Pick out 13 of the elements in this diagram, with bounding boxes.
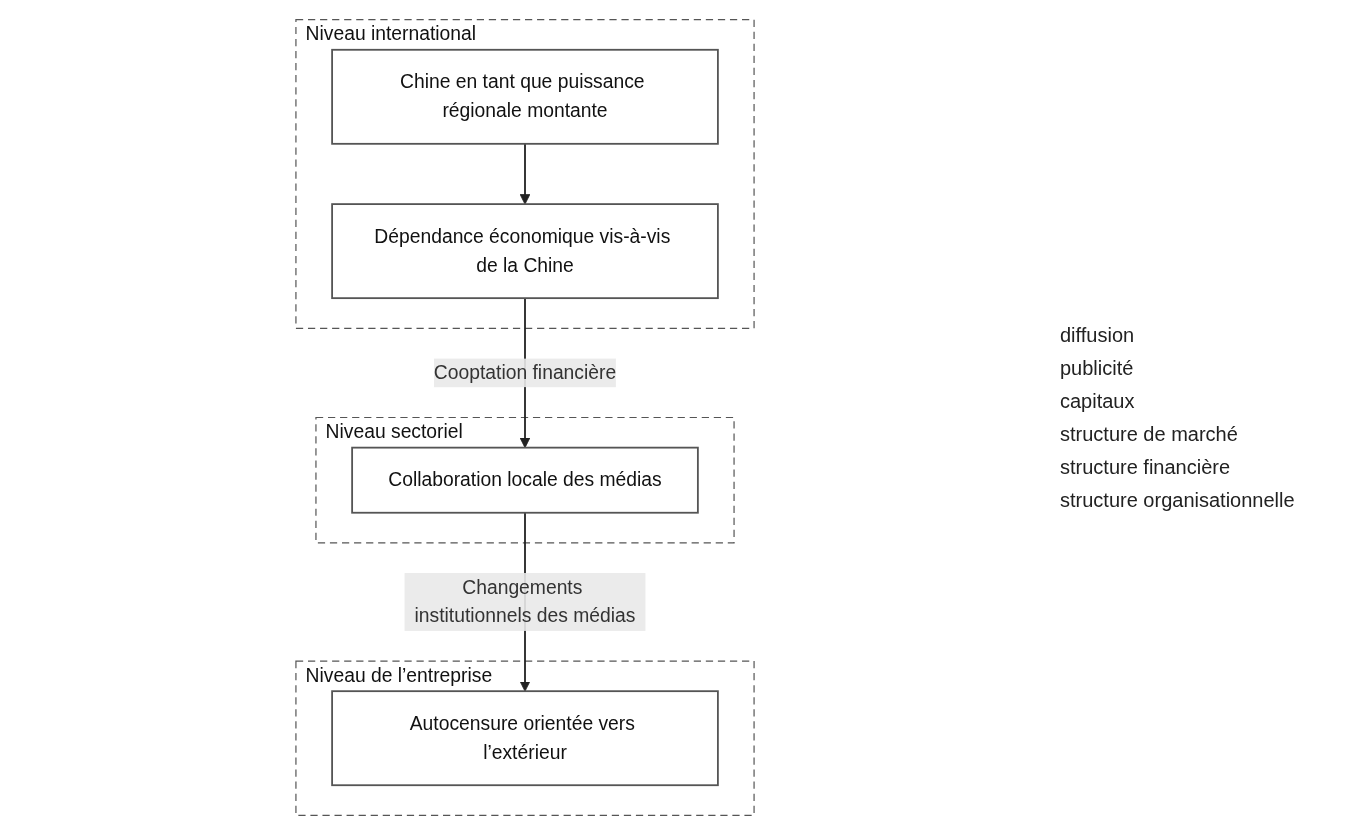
note-text: structure de marché bbox=[1060, 422, 1239, 446]
node-box: Chine en tant que puissance régionale montante bbox=[331, 48, 719, 145]
note-text: publicité bbox=[1060, 356, 1135, 380]
note-text: capitaux bbox=[1060, 389, 1136, 413]
note-text: structure financière bbox=[1060, 455, 1232, 479]
arrow bbox=[519, 142, 531, 205]
note-text: diffusion bbox=[1060, 323, 1136, 347]
node-box: Collaboration locale des médias bbox=[351, 446, 699, 514]
node-box: Autocensure orientée vers l’extérieur bbox=[331, 690, 719, 787]
edge-label: Cooptation financière bbox=[433, 362, 617, 383]
edge-label: Changements institutionnels des médias bbox=[414, 576, 636, 627]
node-box: Dépendance économique vis-à-vis de la Chine bbox=[331, 203, 719, 300]
note-text: structure organisationnelle bbox=[1060, 488, 1296, 512]
